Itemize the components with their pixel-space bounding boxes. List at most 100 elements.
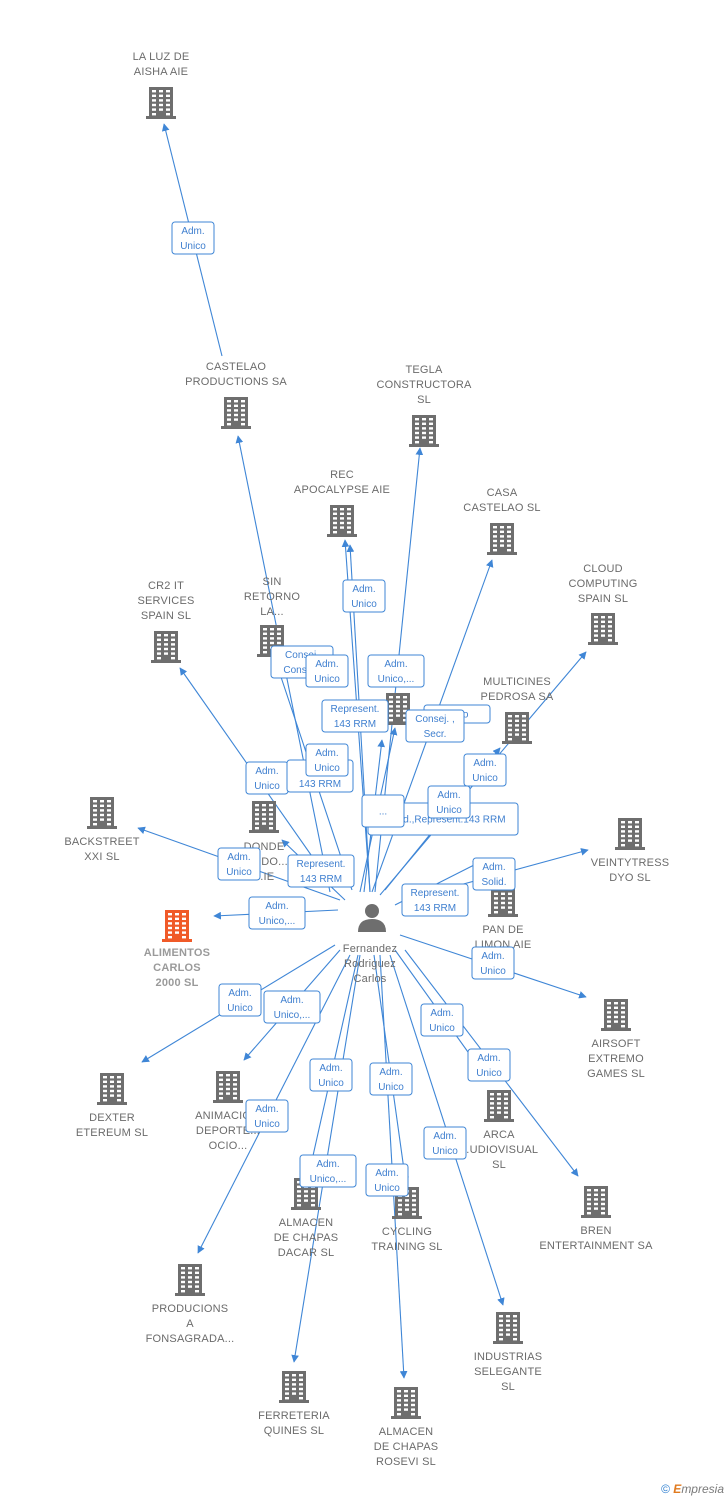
building-icon[interactable] [487,523,517,555]
building-icon[interactable] [87,797,117,829]
edge-label-l_cr2[interactable]: Adm.Unico [245,761,289,795]
edge-label-l_repr4[interactable]: Represent.143 RRM [401,883,469,917]
edge-label-l_laluz[interactable]: Adm.Unico [171,221,215,255]
building-icon[interactable] [502,712,532,744]
building-icon[interactable] [484,1090,514,1122]
company-label: COMPUTING [568,578,637,590]
edge-label-l_repr1[interactable]: Represent.143 RRM [321,699,389,733]
edge-label-l_pi1[interactable]: Adm.Unico [305,654,349,688]
company-node-backstreet[interactable]: BACKSTREET XXI SL [64,797,140,863]
edge-label-text: Unico [480,966,506,977]
building-icon[interactable] [601,999,631,1031]
edge-label-l_adm_pan[interactable]: Adm.Unico [427,785,471,819]
edge-label-l_bren[interactable]: Adm.Unico [467,1048,511,1082]
building-icon[interactable] [221,397,251,429]
edge-label-box [305,743,349,777]
company-label: SL [417,394,431,406]
building-icon[interactable] [213,1071,243,1103]
company-label: XXI SL [84,851,119,863]
edge-label-l_arca[interactable]: Adm.Unico [420,1003,464,1037]
company-label: BACKSTREET [64,836,139,848]
building-icon[interactable] [581,1186,611,1218]
edge-label-l_solid[interactable]: Adm.Solid. [472,857,516,891]
edge-label-l_consejsecr[interactable]: Consej. ,Secr. [405,709,465,743]
building-icon[interactable] [327,505,357,537]
edge-label-text: Conse... [283,665,320,676]
edge-label-l_ind[interactable]: Adm.Unico [423,1126,467,1160]
edge-label-text: Unico [227,1003,253,1014]
edge-label-l_rosevi[interactable]: Adm.Unico [369,1062,413,1096]
brand-name[interactable]: Empresia [673,1482,724,1496]
company-node-producions[interactable]: PRODUCIONSAFONSAGRADA... [146,1264,235,1345]
company-label: CLOUD [583,563,623,575]
company-label: DE CHAPAS [374,1441,439,1453]
company-label: OCIO... [209,1140,248,1152]
edge-label-l_back[interactable]: Adm.Unico [217,847,261,881]
edge-label-l_cycl[interactable]: Adm.Unico [365,1163,409,1197]
edge-label-text: Adm. [384,659,407,670]
edge-label-l_small[interactable]: ... [361,794,405,828]
company-label: FONSAGRADA... [146,1333,235,1345]
edge-label-l_pi2[interactable]: Adm.Unico,... [367,654,425,688]
company-label: RETORNO [244,591,300,603]
edge-label-l_dexter[interactable]: Adm.Unico [218,983,262,1017]
edge-label-text: Adm. [316,1159,339,1170]
building-icon[interactable] [162,910,192,942]
edge-label-l_alim[interactable]: Adm.Unico,... [248,896,306,930]
edge-label-l_ferr[interactable]: Adm.Unico [309,1058,353,1092]
edge-label-box [427,785,471,819]
edge-label-box [217,847,261,881]
edge-label-l_adm_mid[interactable]: Adm.Unico [305,743,349,777]
company-label: INDUSTRIAS [474,1351,543,1363]
company-node-animacion[interactable]: ANIMACIO...DEPORTE...OCIO... [195,1071,261,1152]
edge-label-l_anim[interactable]: Adm.Unico,... [263,990,321,1024]
building-icon[interactable] [409,415,439,447]
building-icon[interactable] [615,818,645,850]
edge-label-text: Secr. [424,729,447,740]
edge-label-l_airsoft[interactable]: Adm. Unico [471,946,515,980]
building-icon[interactable] [391,1387,421,1419]
building-icon[interactable] [151,631,181,663]
building-icon[interactable] [493,1312,523,1344]
building-icon[interactable] [249,801,279,833]
building-icon[interactable] [279,1371,309,1403]
building-icon[interactable] [146,87,176,119]
edge-label-box [263,990,321,1024]
company-label: SL [492,1159,506,1171]
edge-label-l_rec1[interactable]: Adm.Unico [342,579,386,613]
company-label: LA... [260,606,284,618]
company-node-sin_retorno[interactable]: SINRETORNOLA... [244,576,300,657]
edge-label-text: Unico [254,781,280,792]
edge-label-l_multi[interactable]: Adm.Unico [463,753,507,787]
company-label: VEINTYTRESS [591,857,670,869]
edge-label-l_prod[interactable]: Adm.Unico [245,1099,289,1133]
edge-label-l_dacar[interactable]: Adm.Unico,... [299,1154,357,1188]
building-icon[interactable] [97,1073,127,1105]
building-icon[interactable] [175,1264,205,1296]
building-icon[interactable] [588,613,618,645]
edge-label-text: Adm. [481,951,504,962]
edge-label-l_repr3[interactable]: Represent.143 RRM [287,854,355,888]
person-icon[interactable] [358,904,386,932]
